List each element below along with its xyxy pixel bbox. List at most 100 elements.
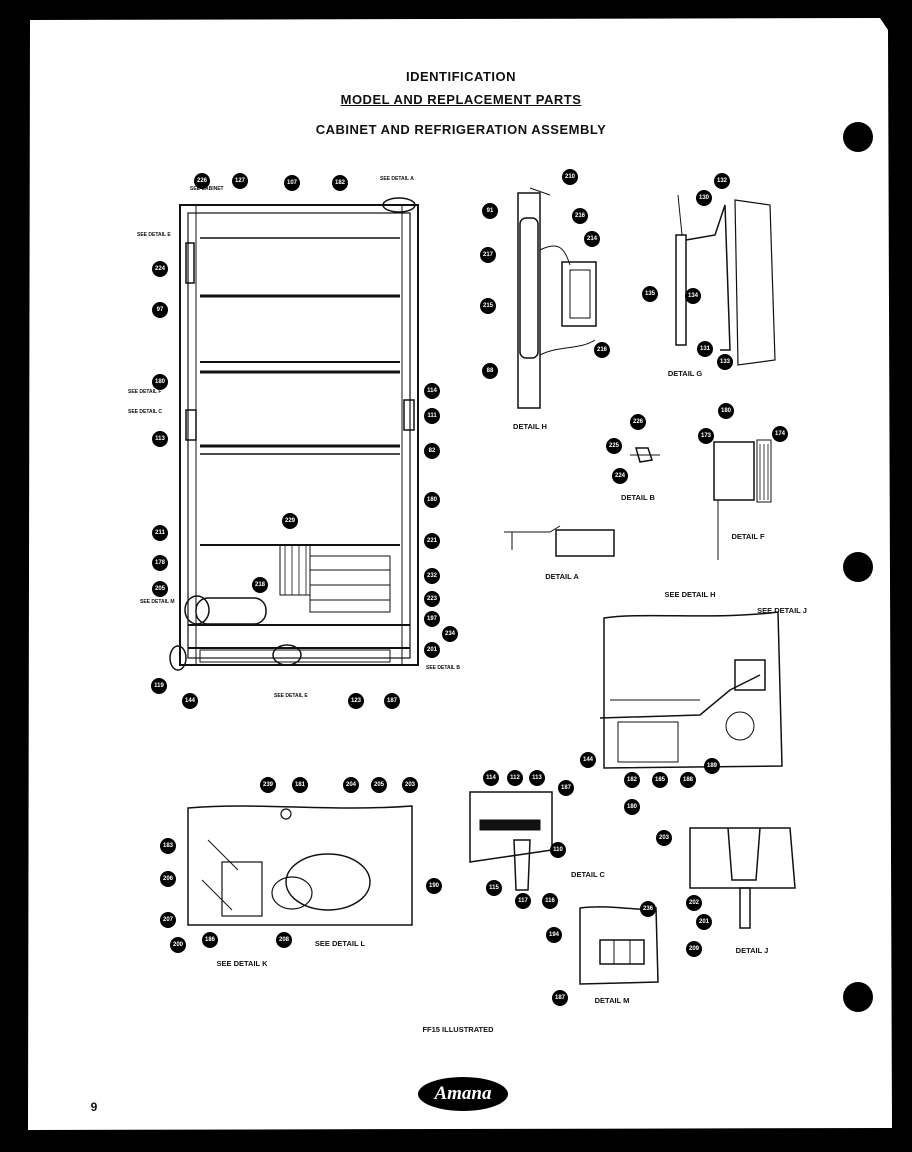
callout: 182 bbox=[332, 175, 348, 191]
callout: 208 bbox=[276, 932, 292, 948]
callout: 209 bbox=[686, 941, 702, 957]
callout: 200 bbox=[170, 937, 186, 953]
callout: 221 bbox=[424, 533, 440, 549]
callout: 232 bbox=[424, 568, 440, 584]
callout: 201 bbox=[424, 642, 440, 658]
callout: 197 bbox=[424, 611, 440, 627]
callout: 239 bbox=[260, 777, 276, 793]
callout: 186 bbox=[202, 932, 218, 948]
label-detail-m: DETAIL M bbox=[594, 996, 630, 1005]
label-see-detail-k: SEE DETAIL K bbox=[216, 959, 268, 968]
callout: 180 bbox=[152, 374, 168, 390]
callout: 183 bbox=[160, 838, 176, 854]
callout: 174 bbox=[772, 426, 788, 442]
callout: 187 bbox=[552, 990, 568, 1006]
callout: 181 bbox=[292, 777, 308, 793]
callout: 188 bbox=[680, 772, 696, 788]
callout: 194 bbox=[546, 927, 562, 943]
callout: 225 bbox=[606, 438, 622, 454]
label-see-detail-l: SEE DETAIL L bbox=[314, 939, 366, 948]
title-cabinet-assembly: CABINET AND REFRIGERATION ASSEMBLY bbox=[315, 122, 607, 137]
callout: 123 bbox=[348, 693, 364, 709]
callout: 173 bbox=[698, 428, 714, 444]
callout: 226 bbox=[630, 414, 646, 430]
label-detail-c: DETAIL C bbox=[571, 870, 605, 879]
callout: 210 bbox=[562, 169, 578, 185]
callout: 205 bbox=[152, 581, 168, 597]
callout: 180 bbox=[424, 492, 440, 508]
callout: 113 bbox=[152, 431, 168, 447]
callout: 110 bbox=[550, 842, 566, 858]
callout: 203 bbox=[402, 777, 418, 793]
callout: 218 bbox=[252, 577, 268, 593]
note-see-detail-a: SEE DETAIL A bbox=[380, 176, 414, 182]
callout: 223 bbox=[424, 591, 440, 607]
illustrated-caption: FF15 ILLUSTRATED bbox=[422, 1025, 494, 1034]
callout: 91 bbox=[482, 203, 498, 219]
callout: 82 bbox=[424, 443, 440, 459]
amana-logo: Amana bbox=[418, 1077, 508, 1111]
note-see-detail-e2: SEE DETAIL E bbox=[274, 693, 308, 699]
callout: 111 bbox=[424, 408, 440, 424]
callout: 115 bbox=[486, 880, 502, 896]
label-detail-f: DETAIL F bbox=[731, 532, 765, 541]
callout: 224 bbox=[612, 468, 628, 484]
note-see-detail-e: SEE DETAIL E bbox=[137, 232, 171, 238]
title-model-replacement: MODEL AND REPLACEMENT PARTS bbox=[340, 92, 582, 107]
callout: 203 bbox=[656, 830, 672, 846]
callout: 113 bbox=[529, 770, 545, 786]
callout: 206 bbox=[160, 871, 176, 887]
callout: 88 bbox=[482, 363, 498, 379]
callout: 224 bbox=[152, 261, 168, 277]
label-see-detail-h: SEE DETAIL H bbox=[664, 590, 716, 599]
callout: 216 bbox=[594, 342, 610, 358]
callout: 116 bbox=[542, 893, 558, 909]
label-detail-b: DETAIL B bbox=[621, 493, 655, 502]
label-detail-g: DETAIL G bbox=[667, 369, 703, 378]
callout: 134 bbox=[685, 288, 701, 304]
note-see-detail-b: SEE DETAIL B bbox=[426, 665, 460, 671]
callout: 190 bbox=[426, 878, 442, 894]
callout: 180 bbox=[718, 403, 734, 419]
callout: 112 bbox=[507, 770, 523, 786]
label-see-detail-j: SEE DETAIL J bbox=[757, 606, 807, 615]
callout: 130 bbox=[696, 190, 712, 206]
label-detail-h: DETAIL H bbox=[513, 422, 547, 431]
callout: 189 bbox=[704, 758, 720, 774]
note-see-detail-c: SEE DETAIL C bbox=[128, 409, 162, 415]
callout: 234 bbox=[442, 626, 458, 642]
callout: 114 bbox=[424, 383, 440, 399]
callout: 217 bbox=[480, 247, 496, 263]
callout: 211 bbox=[152, 525, 168, 541]
callout: 236 bbox=[640, 901, 656, 917]
callout: 117 bbox=[515, 893, 531, 909]
label-detail-j: DETAIL J bbox=[735, 946, 769, 955]
note-see-cabinet: SEE CABINET bbox=[190, 186, 224, 192]
callout: 114 bbox=[483, 770, 499, 786]
callout: 229 bbox=[282, 513, 298, 529]
callout: 202 bbox=[686, 895, 702, 911]
callout: 185 bbox=[652, 772, 668, 788]
callout: 204 bbox=[343, 777, 359, 793]
callout: 119 bbox=[151, 678, 167, 694]
callout: 180 bbox=[624, 799, 640, 815]
callout: 127 bbox=[232, 173, 248, 189]
callout: 205 bbox=[371, 777, 387, 793]
callout: 144 bbox=[580, 752, 596, 768]
callout: 131 bbox=[697, 341, 713, 357]
callout: 182 bbox=[624, 772, 640, 788]
callout: 178 bbox=[152, 555, 168, 571]
callout: 207 bbox=[160, 912, 176, 928]
callout: 135 bbox=[642, 286, 658, 302]
callout: 187 bbox=[384, 693, 400, 709]
callout: 216 bbox=[572, 208, 588, 224]
callout: 201 bbox=[696, 914, 712, 930]
note-see-detail-f: SEE DETAIL F bbox=[128, 389, 162, 395]
callout: 214 bbox=[584, 231, 600, 247]
callout: 226 bbox=[194, 173, 210, 189]
note-see-detail-m: SEE DETAIL M bbox=[140, 599, 175, 605]
label-detail-a: DETAIL A bbox=[545, 572, 579, 581]
callout: 133 bbox=[717, 354, 733, 370]
callout: 144 bbox=[182, 693, 198, 709]
